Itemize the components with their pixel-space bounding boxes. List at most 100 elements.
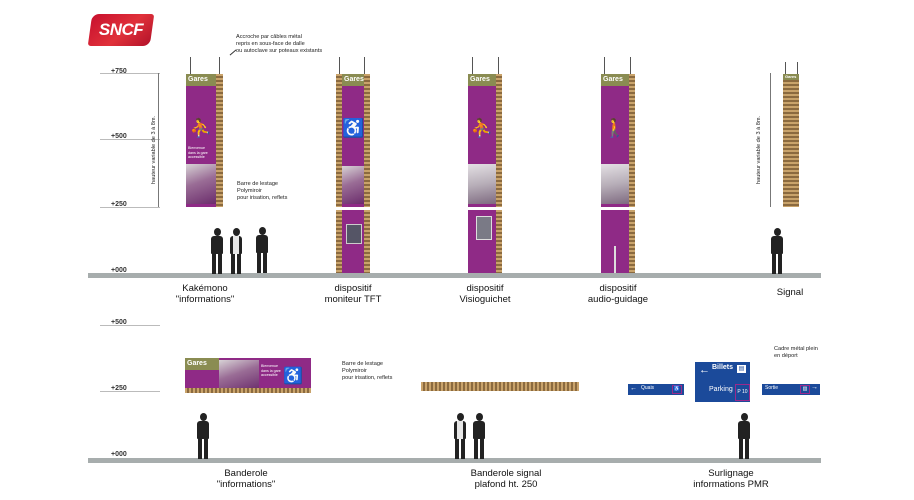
height-dimension-line: [158, 73, 159, 207]
tft-base: [336, 210, 370, 273]
person-figure: [210, 228, 224, 274]
panel-rib: [364, 74, 370, 207]
arrow-left-icon: ←: [699, 364, 710, 376]
level-label-250: +250: [111, 201, 127, 208]
sncf-logo: SNCF: [87, 14, 155, 46]
arrow-left-icon: ←: [630, 385, 637, 392]
arrow-right-icon: →: [811, 384, 818, 391]
level-line: [100, 325, 160, 326]
tft-monitor: [346, 224, 362, 244]
person-figure: [255, 227, 269, 273]
wheelchair-icon: ♿: [283, 368, 303, 385]
parking-code: P 10: [735, 384, 750, 401]
person-figure: [453, 413, 467, 459]
person-figure: [770, 228, 784, 274]
caption-signal: Signal: [776, 287, 804, 298]
sign-quais-label: Quais: [641, 385, 655, 391]
cable: [785, 62, 786, 74]
exit-icon: ▥: [800, 385, 810, 394]
panel-photo: [186, 164, 216, 204]
audio-pole: [614, 246, 616, 273]
panel-brand: Gares: [186, 74, 216, 86]
panel-photo: [601, 164, 629, 204]
escalator-icon: ⛹: [189, 118, 213, 138]
visio-screen: [476, 216, 492, 240]
blind-person-icon: 🚶: [603, 118, 627, 138]
level-label-250: +250: [111, 385, 127, 392]
tft-panel: Gares ♿: [336, 74, 370, 207]
cable: [472, 57, 473, 74]
signal-panel: Gares: [783, 74, 799, 207]
wheelchair-icon: ♿: [672, 385, 682, 394]
panel-rib: [496, 74, 502, 207]
panel-rib: [364, 210, 370, 273]
floor-line-top: [88, 273, 821, 278]
panel-brand: Gares: [185, 358, 219, 370]
floor-line-bottom: [88, 458, 821, 463]
panel-brand: Gares: [601, 74, 629, 86]
person-figure: [196, 413, 210, 459]
panel-brand: Gares: [468, 74, 496, 86]
person-figure: [737, 413, 751, 459]
level-label-500: +500: [111, 133, 127, 140]
cable: [604, 57, 605, 74]
panel-rib: [216, 74, 223, 207]
cable: [630, 57, 631, 74]
audio-panel: Gares 🚶: [601, 74, 635, 207]
level-line: [100, 207, 160, 208]
sign-billets-label: Billets: [712, 364, 734, 371]
cable: [364, 57, 365, 74]
sign-sortie: Sortie ▥ →: [762, 384, 820, 395]
cable: [498, 57, 499, 74]
audio-base: [601, 210, 635, 273]
level-line: [100, 73, 160, 74]
panel-rib: [629, 210, 635, 273]
cable: [339, 57, 340, 74]
escalator-icon: ⛹: [470, 118, 494, 138]
ticket-icon: ▤: [737, 365, 746, 373]
level-line: [100, 391, 160, 392]
level-line: [100, 139, 160, 140]
sign-parking-label: Parking: [709, 386, 733, 393]
height-note-left: hauteur variable de 3 à 8m.: [151, 115, 157, 184]
height-dimension-line: [770, 73, 771, 207]
banderole-signal: [421, 382, 579, 391]
level-label-000: +000: [111, 451, 127, 458]
panel-rib: [336, 210, 342, 273]
sign-sortie-label: Sortie: [765, 385, 779, 391]
level-label-500: +500: [111, 319, 127, 326]
caption-banderole: Banderole"informations": [216, 468, 276, 490]
banderole-rib: [185, 388, 311, 393]
cable: [219, 57, 220, 74]
panel-brand: Gares: [783, 74, 799, 80]
visioguichet-base: [468, 210, 502, 273]
panel-photo: [342, 166, 364, 204]
panel-rib: [629, 74, 635, 207]
sign-quais: ← Quais ♿: [628, 384, 684, 395]
wheelchair-icon: ♿: [342, 118, 365, 138]
person-figure: [229, 228, 243, 274]
cable: [190, 57, 191, 74]
cable: [797, 62, 798, 74]
panel-rib: [496, 210, 502, 273]
level-label-750: +750: [111, 68, 127, 75]
height-note-right: hauteur variable de 3 à 8m.: [756, 115, 762, 184]
panel-rib: [336, 74, 342, 207]
panel-brand: Gares: [342, 74, 364, 86]
visioguichet-panel: Gares ⛹: [468, 74, 502, 207]
panel-photo: [219, 360, 259, 390]
panel-photo: [468, 164, 496, 204]
